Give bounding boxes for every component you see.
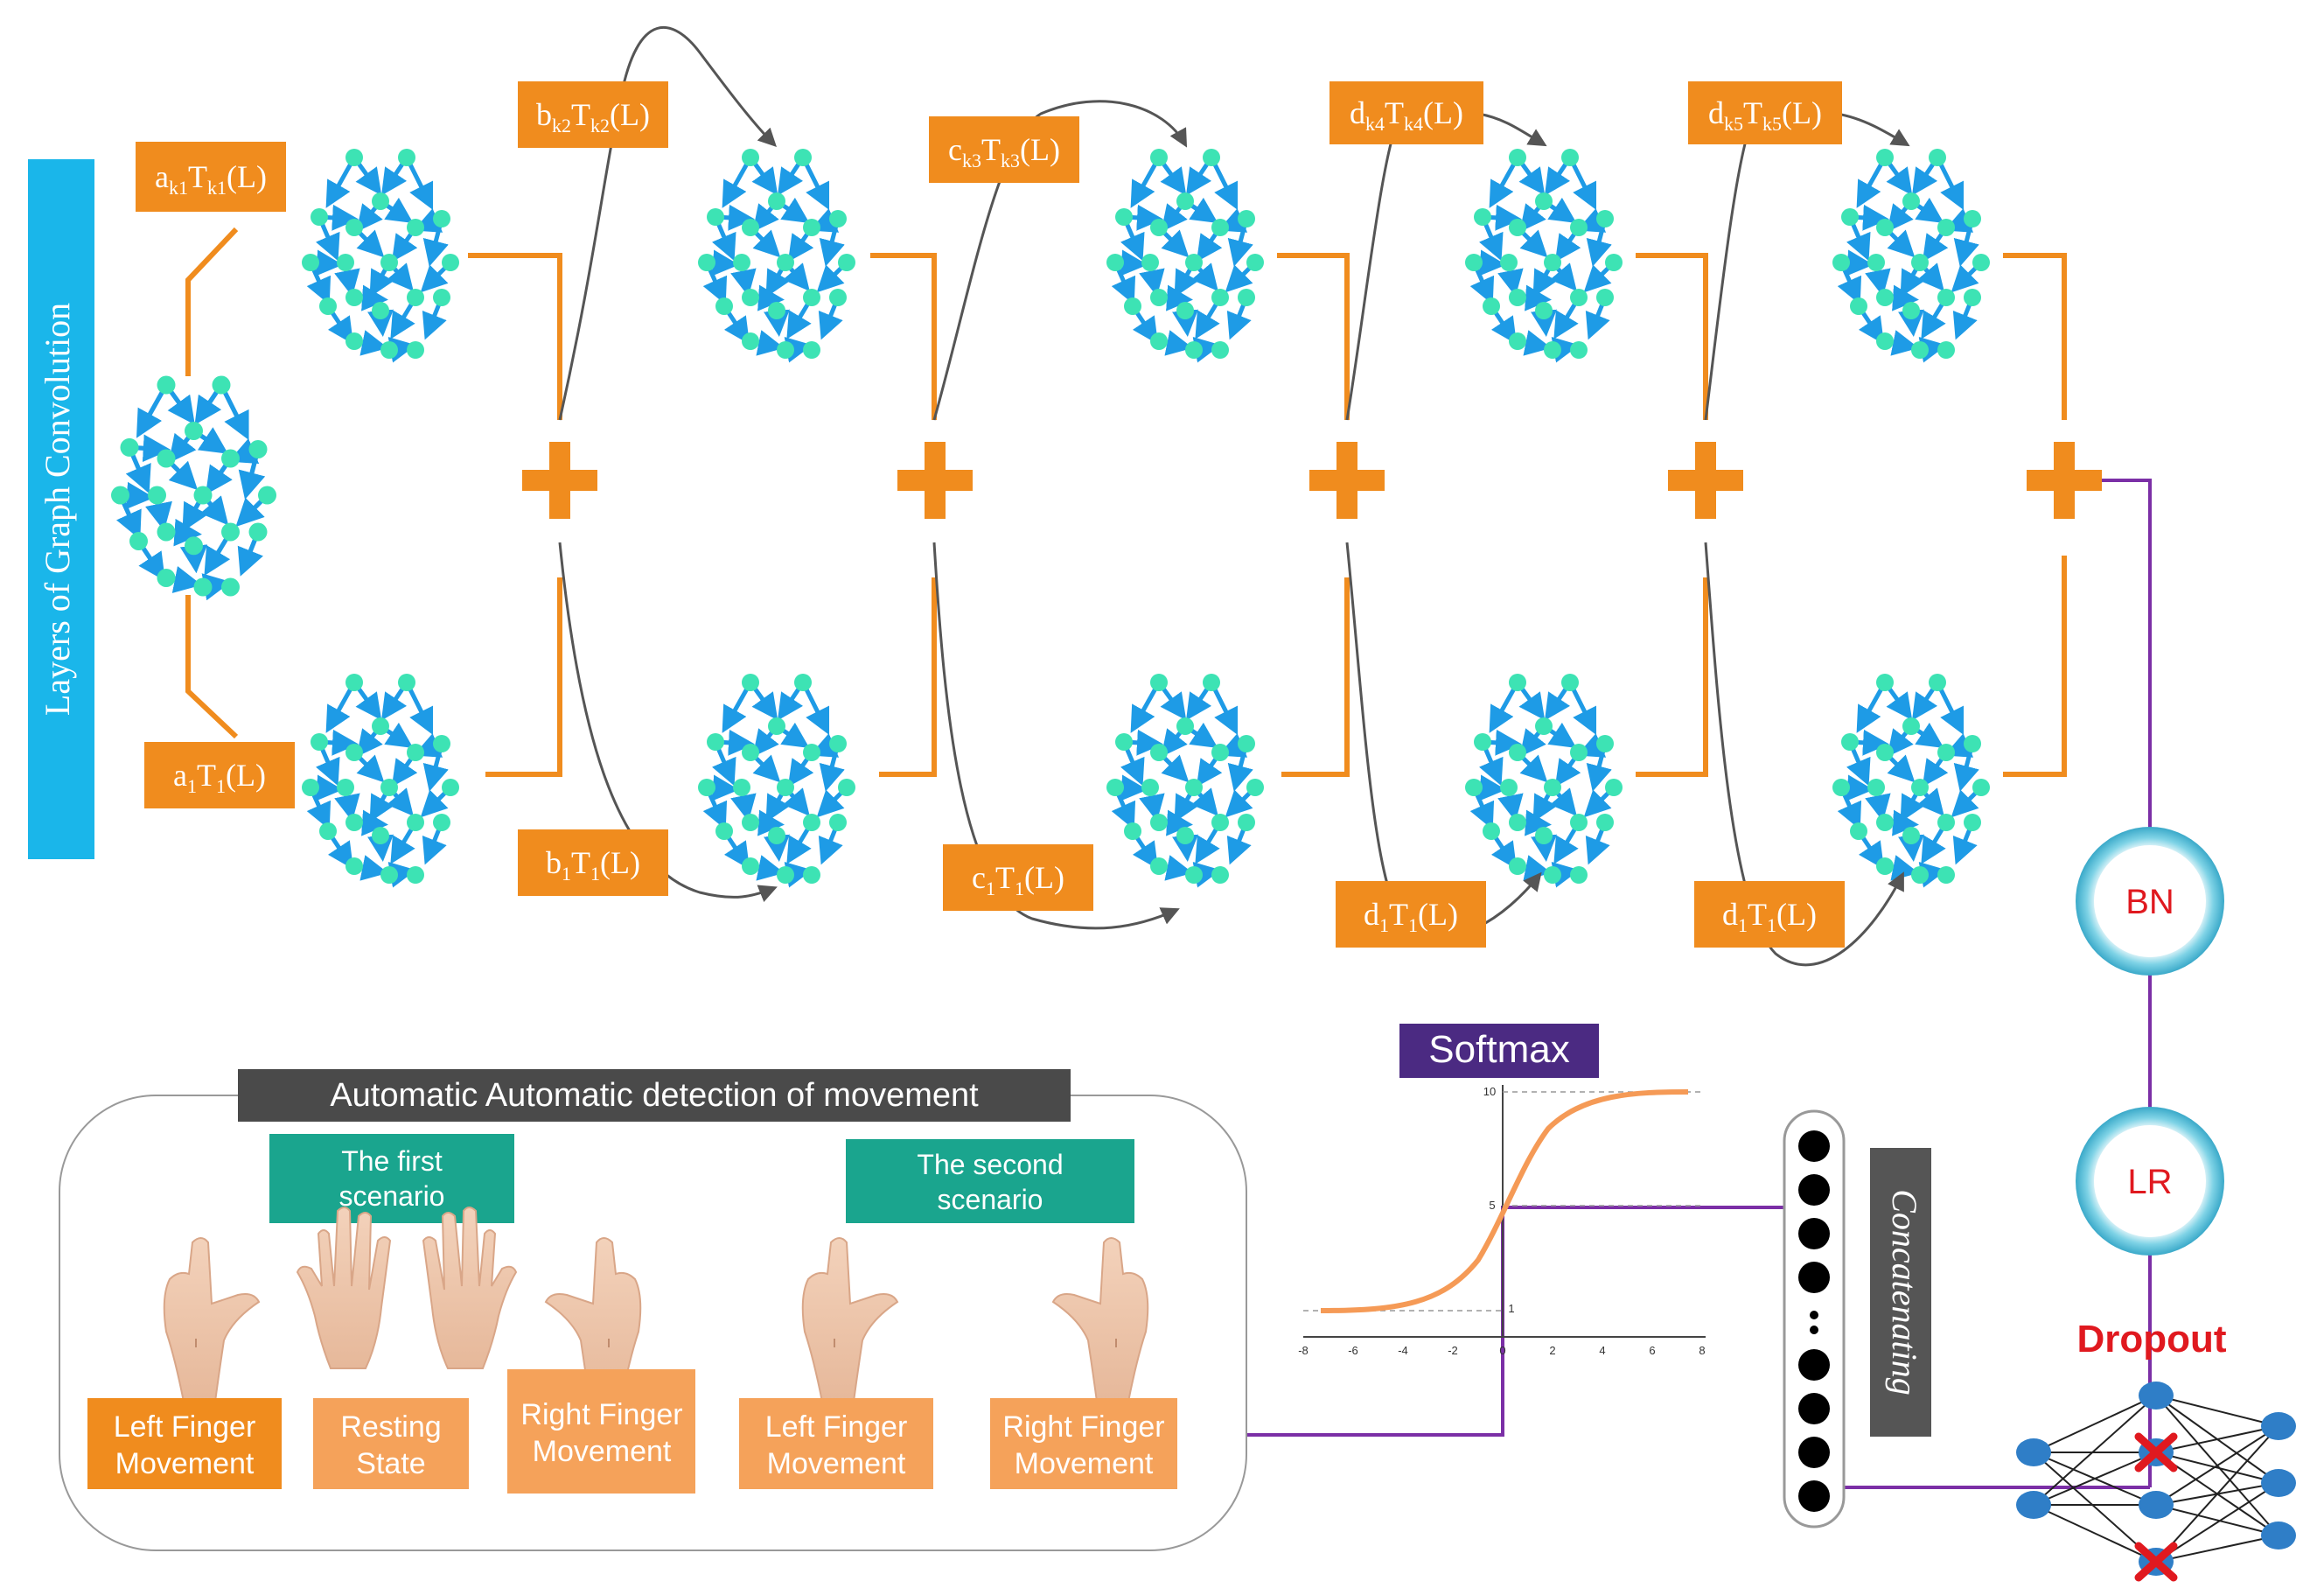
detection-title: Automatic Automatic detection of movemen…: [330, 1077, 979, 1114]
sum-operators: [522, 442, 2102, 519]
graph-layer-5-top: [1832, 149, 1990, 359]
svg-text:dk5Tk5(L): dk5Tk5(L): [1708, 95, 1822, 135]
plus-icon: [897, 442, 973, 519]
graph-layer-4-top: [1465, 149, 1623, 359]
side-label-bar: Layers of Graph Convolution: [28, 159, 94, 859]
svg-text:10: 10: [1483, 1085, 1496, 1098]
svg-text:-8: -8: [1298, 1344, 1309, 1357]
scenario-1-line-2: scenario: [339, 1180, 445, 1212]
class-left-finger-1: Left Finger Movement: [87, 1398, 282, 1489]
dropout-network: Dropout: [2016, 1318, 2296, 1582]
graph-input: [111, 376, 276, 597]
dropped-node-icon: [2134, 1432, 2178, 1582]
class-left-finger-2: Left Finger Movement: [739, 1398, 933, 1489]
class-right-finger-1: Right Finger Movement: [507, 1369, 695, 1494]
graph-layer-4-bottom: [1465, 674, 1623, 884]
bn-label: BN: [2125, 883, 2174, 921]
svg-text:Resting: Resting: [340, 1410, 441, 1444]
dropout-label: Dropout: [2076, 1318, 2226, 1361]
class-resting-state: Resting State: [313, 1398, 469, 1489]
svg-text:Right Finger: Right Finger: [520, 1398, 682, 1431]
term-box-top-1: ak1Tk1(L): [136, 142, 286, 212]
term-box-bottom-2: b1T1(L): [518, 829, 668, 896]
svg-text:ak1Tk1(L): ak1Tk1(L): [155, 159, 267, 199]
svg-text:d1T1(L): d1T1(L): [1722, 897, 1817, 936]
graph-layer-2-bottom: [698, 674, 855, 884]
term-box-top-3: ck3Tk3(L): [929, 116, 1079, 183]
svg-text:-4: -4: [1398, 1344, 1408, 1357]
graph-layer-1-top: [302, 149, 459, 359]
term-box-bottom-3: c1T1(L): [943, 844, 1093, 911]
detection-panel: Automatic Automatic detection of movemen…: [59, 1069, 1247, 1551]
concat-label: Concatenating: [1885, 1189, 1924, 1396]
svg-text:ck3Tk3(L): ck3Tk3(L): [948, 132, 1060, 171]
lr-circle: LR: [2076, 1107, 2224, 1256]
svg-text:Left Finger: Left Finger: [114, 1410, 256, 1444]
term-box-bottom-5: d1T1(L): [1694, 881, 1845, 948]
term-box-top-2: bk2Tk2(L): [518, 81, 668, 148]
side-label-text: Layers of Graph Convolution: [38, 303, 77, 716]
softmax-label: Softmax: [1428, 1028, 1569, 1071]
scenario-1-line-1: The first: [341, 1145, 443, 1177]
svg-text:6: 6: [1649, 1344, 1655, 1357]
plus-icon: [1668, 442, 1743, 519]
graph-layer-2-top: [698, 149, 855, 359]
svg-text:Movement: Movement: [533, 1435, 672, 1468]
svg-text:Movement: Movement: [1015, 1447, 1154, 1480]
svg-text:Left Finger: Left Finger: [765, 1410, 908, 1444]
lr-label: LR: [2127, 1163, 2172, 1201]
svg-text:Movement: Movement: [115, 1447, 255, 1480]
softmax-plot: Softmax -8 -6 -4 -2 0 2 4 6 8 10 5 1: [1298, 1024, 1706, 1357]
graph-layer-1-bottom: [302, 674, 459, 884]
scenario-2-line-2: scenario: [938, 1184, 1043, 1215]
svg-text:c1T1(L): c1T1(L): [972, 860, 1064, 899]
svg-text:4: 4: [1599, 1344, 1605, 1357]
term-box-bottom-1: a1T1(L): [144, 742, 295, 808]
svg-text:5: 5: [1489, 1199, 1495, 1212]
svg-text:bk2Tk2(L): bk2Tk2(L): [536, 97, 650, 136]
graph-layer-3-top: [1106, 149, 1264, 359]
svg-text:-6: -6: [1348, 1344, 1358, 1357]
plus-icon: [2027, 442, 2102, 519]
svg-text:b1T1(L): b1T1(L): [546, 845, 640, 885]
top-term-boxes: ak1Tk1(L) bk2Tk2(L) ck3Tk3(L) dk4Tk4(L) …: [136, 81, 1842, 212]
svg-text:d1T1(L): d1T1(L): [1364, 897, 1458, 936]
concatenation-vector: Concatenating: [1783, 1109, 1931, 1529]
svg-text:-2: -2: [1448, 1344, 1458, 1357]
term-box-bottom-4: d1T1(L): [1336, 881, 1486, 948]
svg-text:8: 8: [1699, 1344, 1705, 1357]
svg-text:2: 2: [1549, 1344, 1555, 1357]
bottom-term-boxes: a1T1(L) b1T1(L) c1T1(L) d1T1(L) d1T1(L): [144, 742, 1845, 948]
orange-connections: [185, 227, 2067, 777]
plus-icon: [1309, 442, 1385, 519]
scenario-2-line-1: The second: [917, 1149, 1063, 1180]
svg-text:1: 1: [1508, 1302, 1514, 1315]
term-box-top-4: dk4Tk4(L): [1329, 81, 1483, 144]
graph-layer-3-bottom: [1106, 674, 1264, 884]
class-right-finger-2: Right Finger Movement: [990, 1398, 1177, 1489]
term-box-top-5: dk5Tk5(L): [1688, 81, 1842, 144]
svg-text:0: 0: [1499, 1344, 1505, 1357]
svg-text:Right Finger: Right Finger: [1002, 1410, 1164, 1444]
svg-text:Movement: Movement: [767, 1447, 906, 1480]
plus-icon: [522, 442, 597, 519]
svg-text:State: State: [356, 1447, 425, 1480]
svg-text:dk4Tk4(L): dk4Tk4(L): [1350, 95, 1463, 135]
sigmoid-curve: [1320, 1089, 1689, 1313]
graph-layer-5-bottom: [1832, 674, 1990, 884]
bn-circle: BN: [2076, 827, 2224, 976]
svg-text:a1T1(L): a1T1(L): [173, 758, 266, 797]
